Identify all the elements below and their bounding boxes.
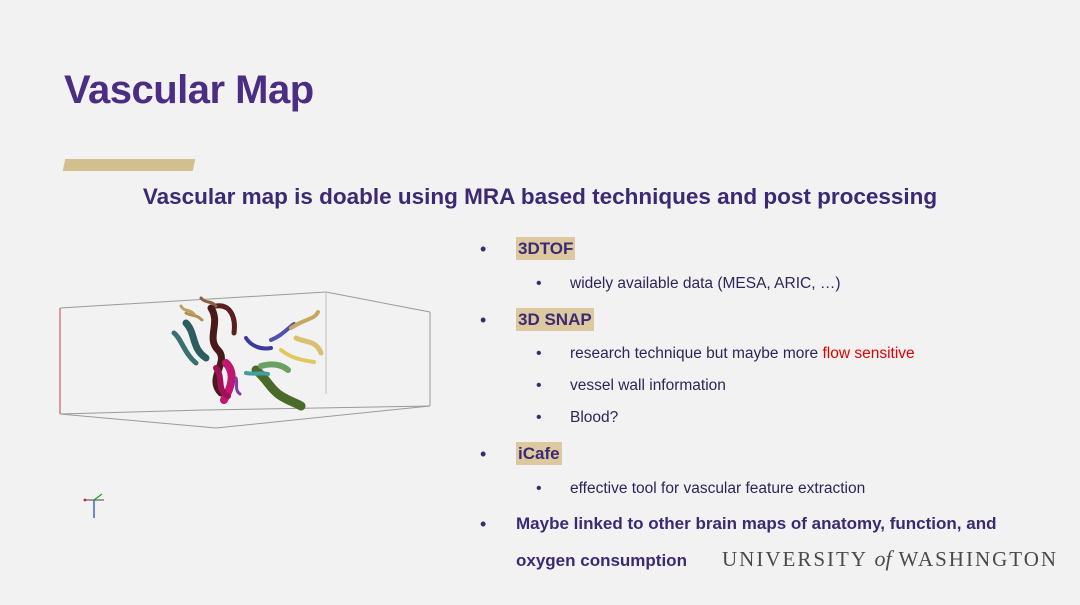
vessel-tree — [171, 296, 324, 411]
university-logo: UNIVERSITY of WASHINGTON — [722, 546, 1059, 571]
bullet-label: Maybe linked to other brain maps of anat… — [516, 514, 997, 533]
bullet-label: 3DTOF — [516, 237, 576, 260]
highlighted-text: flow sensitive — [822, 345, 915, 362]
bullet-dot: • — [536, 345, 542, 362]
bounding-box — [59, 291, 431, 429]
sub-bullet-text: vessel wall information — [570, 377, 726, 394]
sub-bullet-text: widely available data (MESA, ARIC, …) — [570, 275, 841, 292]
bullet-dot: • — [480, 238, 487, 259]
bullet-label: iCafe — [516, 442, 562, 465]
bullet-dot: • — [536, 275, 542, 292]
slide-title: Vascular Map — [64, 68, 314, 112]
title-accent-bar — [62, 159, 196, 171]
bullet-dot: • — [536, 409, 542, 426]
bullet-dot: • — [480, 513, 487, 534]
xyz-axes-icon — [83, 493, 104, 518]
sub-bullet-text: effective tool for vascular feature extr… — [570, 480, 866, 497]
sub-bullet-text: Blood? — [570, 409, 619, 426]
slide-subtitle: Vascular map is doable using MRA based t… — [142, 184, 938, 209]
vascular-3d-render — [59, 291, 431, 518]
bullet-dot: • — [480, 309, 487, 330]
bullet-dot: • — [536, 480, 542, 497]
bullet-dot: • — [536, 377, 542, 394]
bullet-label-continued: oxygen consumption — [516, 551, 687, 570]
bullet-dot: • — [480, 443, 487, 464]
bullet-label: 3D SNAP — [516, 308, 594, 331]
sub-bullet-text: research technique but maybe more — [570, 345, 823, 362]
